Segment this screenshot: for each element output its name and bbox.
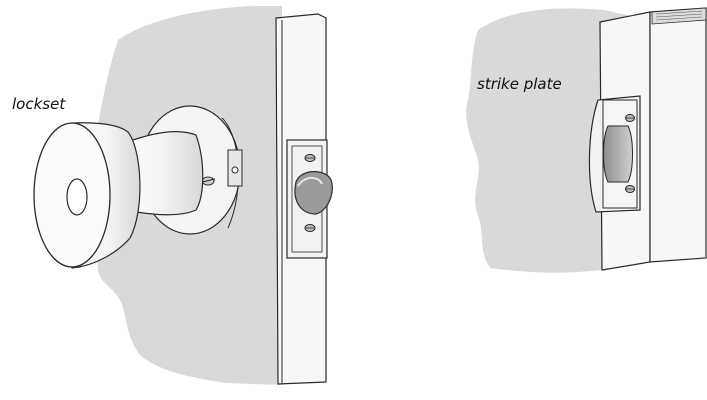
strike-plate-illustration bbox=[466, 8, 706, 273]
strike-opening bbox=[604, 126, 633, 182]
door-stop bbox=[650, 8, 706, 262]
strike-plate-label: strike plate bbox=[477, 75, 562, 93]
lockset-illustration bbox=[34, 6, 332, 385]
lockset-label: lockset bbox=[12, 95, 65, 113]
keyhole-cylinder bbox=[67, 179, 87, 215]
